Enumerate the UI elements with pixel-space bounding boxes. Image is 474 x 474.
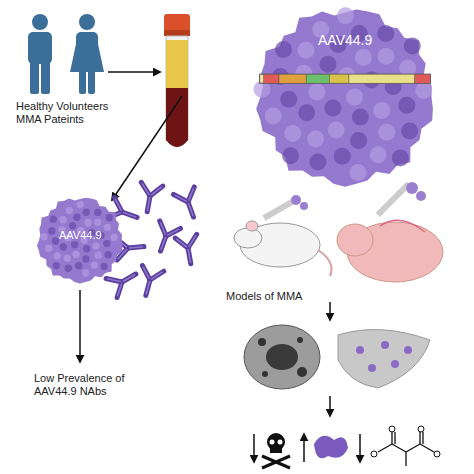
mouse-models [234,182,443,282]
virion-node: AAV44.9 [248,2,442,192]
virion-label: AAV44.9 [318,32,372,48]
caption-label: Healthy Volunteers MMA Pateints [16,100,116,126]
virion-node: AAV44.9 [33,193,127,287]
people-icons [28,14,104,94]
caption-label: Models of MMA [226,290,336,303]
tissue-icons [244,325,430,389]
virion-label: AAV44.9 [59,229,102,241]
outcome-icons [254,426,440,468]
caption-label: Low Prevalence of AAV44.9 NAbs [34,372,134,398]
blood-tube [164,14,190,147]
virion-shape [248,2,442,192]
